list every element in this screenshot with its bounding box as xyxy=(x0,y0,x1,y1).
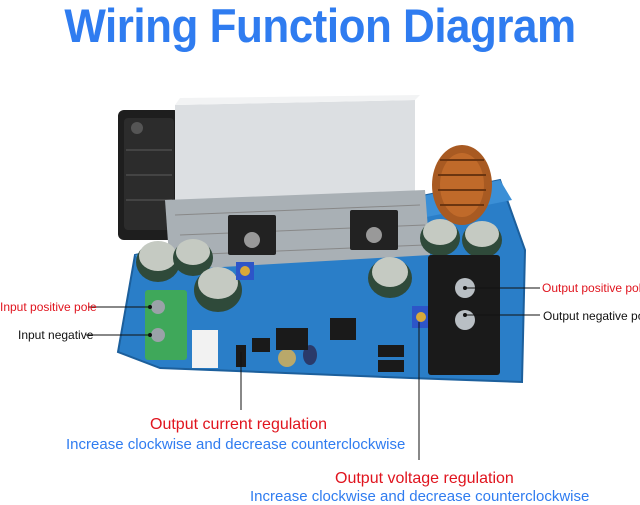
potentiometer-icon xyxy=(236,262,430,328)
current-regulation-label: Output current regulation xyxy=(150,416,327,433)
output-positive-label: Output positive pole xyxy=(542,281,640,295)
screw-terminal-input xyxy=(145,290,218,368)
input-negative-label: Input negative xyxy=(18,328,94,342)
output-negative-label: Output negative pole xyxy=(543,309,640,323)
input-positive-label: Input positive pole xyxy=(0,300,97,314)
inductor-coil-icon xyxy=(432,145,492,225)
page-title: Wiring Function Diagram xyxy=(64,0,576,53)
voltage-regulation-label: Output voltage regulation xyxy=(335,470,514,487)
voltage-instruction-label: Increase clockwise and decrease counterc… xyxy=(250,488,590,505)
current-instruction-label: Increase clockwise and decrease counterc… xyxy=(66,436,406,453)
fan-icon xyxy=(118,110,180,240)
capacitor-icon xyxy=(136,219,502,367)
